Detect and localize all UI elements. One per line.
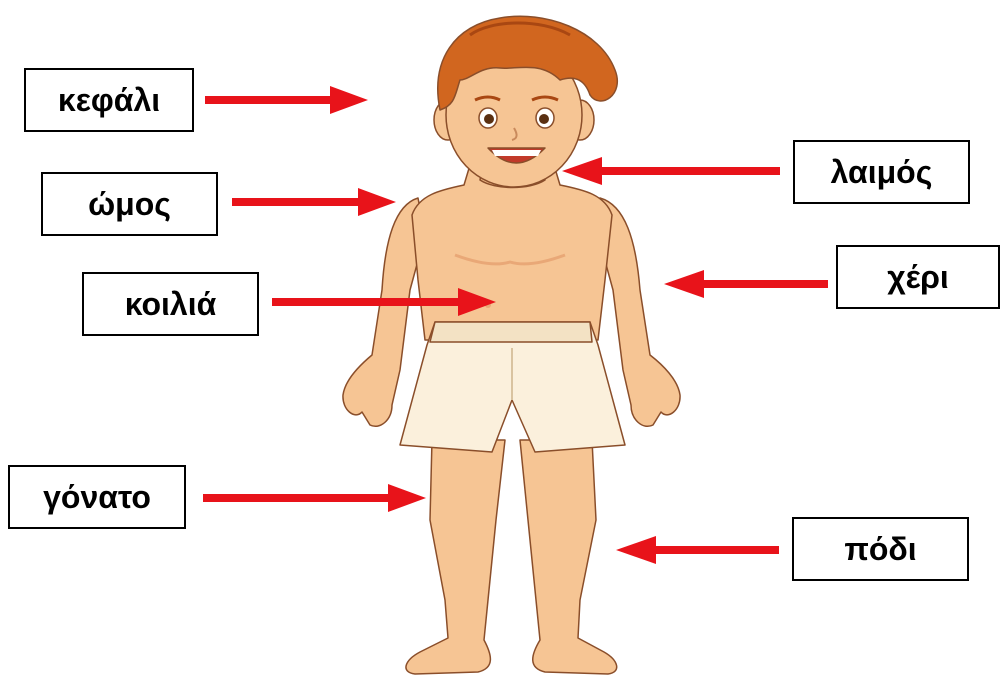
arrow-head-label <box>205 86 368 114</box>
label-belly: κοιλιά <box>82 272 259 336</box>
label-arm: χέρι <box>836 245 1000 309</box>
arrow-belly-label <box>272 288 496 316</box>
label-neck: λαιμός <box>793 140 970 204</box>
label-head: κεφάλι <box>24 68 194 132</box>
label-knee: γόνατο <box>8 465 186 529</box>
arrow-knee-label <box>203 484 426 512</box>
arrow-shoulder-label <box>232 188 396 216</box>
arrow-arm-label <box>664 270 828 298</box>
arrow-neck-label <box>562 157 780 185</box>
label-leg: πόδι <box>792 517 969 581</box>
arrow-leg-label <box>616 536 779 564</box>
label-shoulder: ώμος <box>41 172 218 236</box>
